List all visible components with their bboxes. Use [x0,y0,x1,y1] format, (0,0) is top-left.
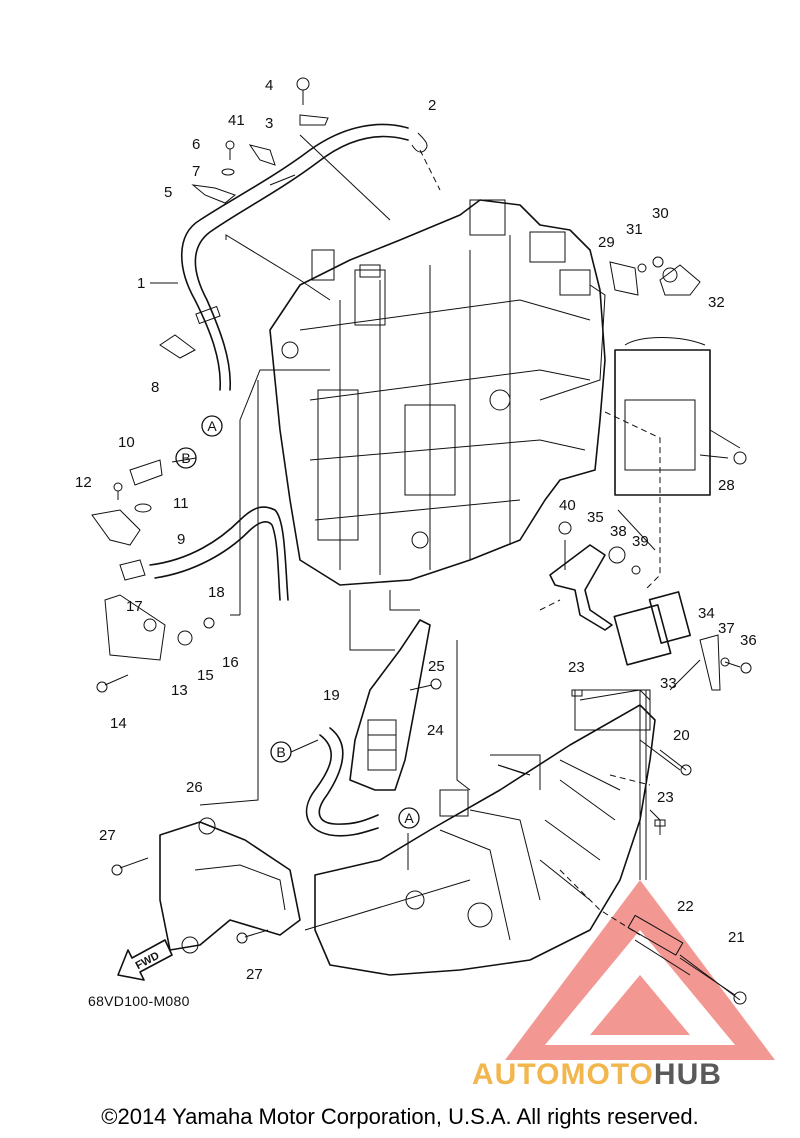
callout-35: 35 [587,509,604,526]
callout-15: 15 [197,667,214,684]
callout-1: 1 [137,275,145,292]
callout-31: 31 [626,221,643,238]
callout-33: 33 [660,675,677,692]
callout-5: 5 [164,184,172,201]
callout-4: 4 [265,77,273,94]
svg-text:A: A [404,810,414,826]
watermark-text: AUTOMOTOHUB [472,1058,722,1092]
callout-9: 9 [177,531,185,548]
callout-13: 13 [171,682,188,699]
callout-26: 26 [186,779,203,796]
callout-41: 41 [228,112,245,129]
callout-28: 28 [718,477,735,494]
bracket-35 [549,544,613,631]
callout-24: 24 [427,722,444,739]
callout-38: 38 [610,523,627,540]
callout-29: 29 [598,234,615,251]
callout-23a: 23 [568,659,585,676]
callout-20: 20 [673,727,690,744]
fwd-arrow [117,939,173,981]
engine-block [269,199,606,586]
callout-16: 16 [222,654,239,671]
callout-32: 32 [708,294,725,311]
callout-39: 39 [632,533,649,550]
callout-11: 11 [173,495,189,512]
hose-1 [180,123,409,391]
hose-19 [305,727,379,837]
automotohub-logo [505,880,775,1060]
callout-36: 36 [740,632,757,649]
svg-text:A: A [207,418,217,434]
callout-25: 25 [428,658,445,675]
callout-37: 37 [718,620,735,637]
callout-8: 8 [151,379,159,396]
cdi-unit [614,337,741,496]
ref-a-top: A [201,415,223,437]
ref-b-bottom: B [270,741,292,763]
hardware [91,77,752,1005]
lower-casing [314,689,656,976]
callout-27a: 27 [99,827,116,844]
watermark-part2: HUB [653,1058,722,1091]
callout-23b: 23 [657,789,674,806]
leader-lines [150,134,741,1001]
callout-27b: 27 [246,966,263,983]
callout-3: 3 [265,115,273,132]
callout-21: 21 [728,929,745,946]
callout-18: 18 [208,584,225,601]
part-code: 68VD100-M080 [88,993,190,1009]
callout-19: 19 [323,687,340,704]
ref-a-bottom: A [398,807,420,829]
callout-6: 6 [192,136,200,153]
callout-7: 7 [192,163,200,180]
callout-30: 30 [652,205,669,222]
callout-40: 40 [559,497,576,514]
callout-labels: 1 2 3 4 5 6 7 8 9 10 11 12 13 14 15 16 1… [75,77,757,983]
callout-12: 12 [75,474,92,491]
callout-22: 22 [677,898,694,915]
watermark-part1: AUTOMOTO [472,1058,654,1091]
hose-18 [149,506,289,601]
callout-17: 17 [126,598,143,615]
callout-34: 34 [698,605,715,622]
routing-lines [419,149,661,936]
callout-14: 14 [110,715,127,732]
callout-10: 10 [118,434,135,451]
relay-33 [613,591,691,666]
bracket-24 [349,619,431,791]
callout-2: 2 [428,97,436,114]
copyright-text: ©2014 Yamaha Motor Corporation, U.S.A. A… [101,1104,699,1129]
svg-text:B: B [276,744,285,760]
svg-text:B: B [181,450,190,466]
bracket-26 [159,817,301,954]
